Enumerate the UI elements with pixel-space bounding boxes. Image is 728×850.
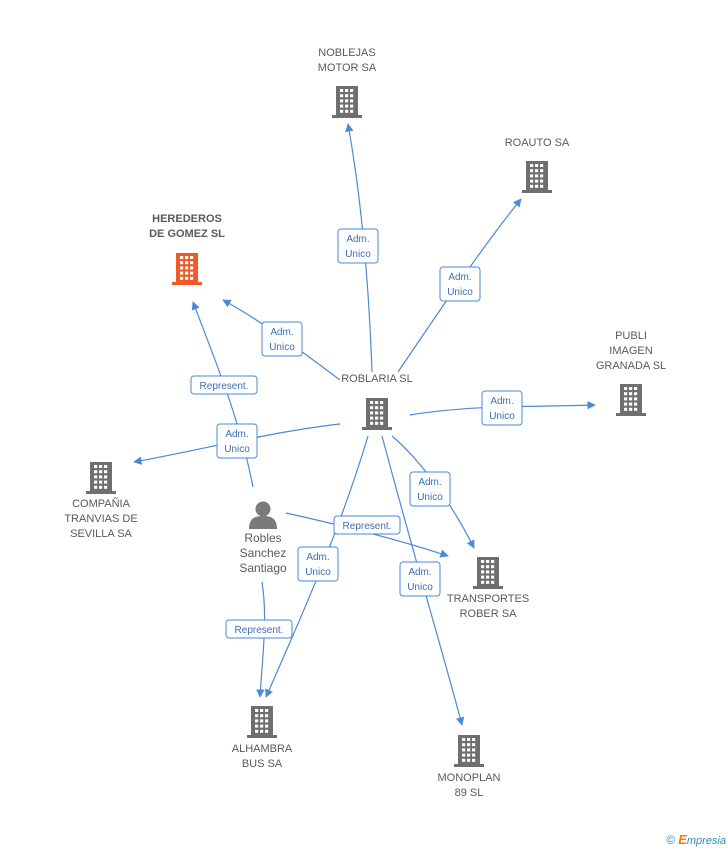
edge-label-e1[interactable]: Adm. Unico [337, 228, 379, 264]
edge-labels-layer: Adm.UnicoAdm.UnicoAdm.UnicoAdm.UnicoAdm.… [190, 228, 523, 639]
edge-label-e11[interactable]: Represent. [225, 619, 293, 639]
edge-label-text: Unico [345, 249, 371, 260]
edge-label-text: Unico [489, 411, 515, 422]
edge-label-e2[interactable]: Adm. Unico [439, 266, 481, 302]
edge-label-text: Adm. [448, 272, 471, 283]
edge-label-text: Adm. [418, 477, 441, 488]
edge-label-box [439, 266, 481, 302]
brand-initial: E [678, 832, 687, 847]
edge-label-box [216, 423, 258, 459]
edge-label-text: Represent. [343, 521, 392, 532]
roauto-building-icon[interactable] [522, 161, 552, 193]
transportes-label-line: ROBER SA [460, 608, 518, 620]
edge-label-text: Unico [417, 492, 443, 503]
nodes-layer: NOBLEJAS MOTOR SA ROAUTO SA HEREDEROS DE GOM… [64, 47, 666, 799]
edge-roblaria-to-monoplan [381, 435, 465, 726]
monoplan-label-line: 89 SL [455, 787, 484, 799]
robles-label-line: Santiago [239, 561, 287, 575]
edge-roblaria-to-noblejas [345, 123, 373, 373]
compania-label-line: COMPAÑIA [72, 497, 131, 510]
edge-label-box [261, 321, 303, 357]
edge-label-e8[interactable]: Adm. Unico [399, 561, 441, 597]
edge-label-box [409, 471, 451, 507]
edge-label-e4[interactable]: Adm. Unico [481, 390, 523, 426]
monoplan-building-icon[interactable] [454, 735, 484, 767]
robles-label-line: Robles [244, 531, 281, 545]
robles-label-line: Sanchez [240, 546, 287, 560]
edge-label-text: Adm. [408, 567, 431, 578]
edge-label-text: Represent. [235, 625, 284, 636]
edge-label-text: Represent. [200, 381, 249, 392]
roauto-label-line: ROAUTO SA [505, 137, 570, 149]
monoplan-label-line: MONOPLAN [438, 772, 501, 784]
compania-building-icon[interactable] [86, 462, 116, 494]
edge-label-e6[interactable]: Adm. Unico [409, 471, 451, 507]
edge-label-text: Unico [269, 342, 295, 353]
roblaria-building-icon[interactable] [362, 398, 392, 430]
edge-label-text: Unico [224, 444, 250, 455]
herederos-label-line: DE GOMEZ SL [149, 228, 225, 240]
herederos-label-line: HEREDEROS [152, 213, 222, 225]
herederos-building-icon[interactable] [172, 253, 202, 285]
edge-label-box [399, 561, 441, 597]
edge-label-box [333, 515, 401, 535]
compania-label-line: TRANVIAS DE [64, 513, 137, 525]
transportes-label-line: TRANSPORTES [447, 593, 529, 605]
noblejas-label-line: MOTOR SA [318, 62, 377, 74]
publi-label-line: PUBLI [615, 330, 647, 342]
publi-label-line: IMAGEN [609, 345, 652, 357]
alhambra-label-line: ALHAMBRA [232, 743, 293, 755]
edge-label-box [337, 228, 379, 264]
edge-label-text: Adm. [225, 429, 248, 440]
edge-label-box [297, 546, 339, 582]
publi-label-line: GRANADA SL [596, 360, 666, 372]
roblaria-label-line: ROBLARIA SL [341, 373, 413, 385]
edge-label-text: Adm. [306, 552, 329, 563]
edge-label-text: Unico [447, 287, 473, 298]
edge-label-text: Adm. [270, 327, 293, 338]
brand-name: mpresia [686, 835, 726, 847]
edge-label-box [225, 619, 293, 639]
footer-brand[interactable]: ©Empresia [666, 832, 726, 847]
edge-label-text: Adm. [490, 396, 513, 407]
copyright-symbol: © [666, 833, 676, 847]
edge-label-text: Adm. [346, 234, 369, 245]
edge-label-box [481, 390, 523, 426]
noblejas-building-icon[interactable] [332, 86, 362, 118]
edge-label-e5[interactable]: Adm. Unico [216, 423, 258, 459]
edge-label-box [190, 375, 258, 395]
edge-label-text: Unico [407, 582, 433, 593]
edge-label-text: Unico [305, 567, 331, 578]
edge-label-e9[interactable]: Represent. [190, 375, 258, 395]
edge-label-e3[interactable]: Adm. Unico [261, 321, 303, 357]
robles-person-icon[interactable] [249, 501, 277, 530]
compania-label-line: SEVILLA SA [70, 528, 132, 540]
transportes-building-icon[interactable] [473, 557, 503, 589]
alhambra-building-icon[interactable] [247, 706, 277, 738]
edge-robles-to-alhambra [256, 581, 266, 698]
edge-label-e10[interactable]: Represent. [333, 515, 401, 535]
noblejas-label-line: NOBLEJAS [318, 47, 375, 59]
edge-label-e7[interactable]: Adm. Unico [297, 546, 339, 582]
alhambra-label-line: BUS SA [242, 758, 283, 770]
publi-building-icon[interactable] [616, 384, 646, 416]
